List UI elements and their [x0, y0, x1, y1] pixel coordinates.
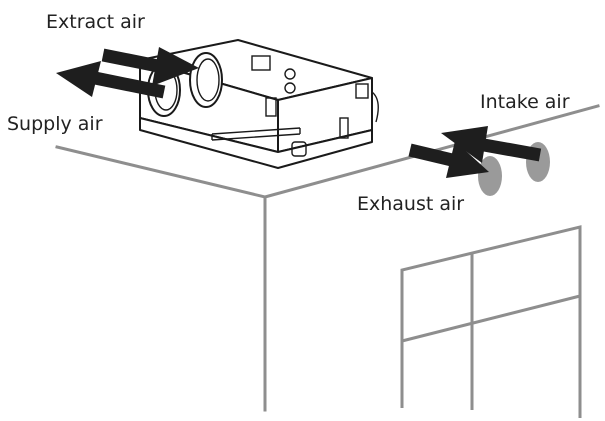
- control-panel: [251, 55, 379, 139]
- intake-air-label: Intake air: [480, 91, 570, 113]
- exhaust-air-arrow: [408, 141, 489, 178]
- labels: Extract air Supply air Intake air Exhaus…: [7, 11, 570, 215]
- window-frame: [400, 225, 582, 418]
- mounting-bracket: [211, 127, 301, 141]
- ceiling-edge-left: [55, 145, 267, 199]
- exhaust-vent: [478, 156, 502, 196]
- unit-bottom-plate: [139, 117, 373, 169]
- arrows: [56, 47, 542, 178]
- extract-air-arrow: [101, 47, 199, 86]
- ventilation-unit: [139, 39, 379, 169]
- supply-air-label: Supply air: [7, 113, 103, 135]
- supply-air-arrow: [56, 61, 166, 99]
- extract-air-label: Extract air: [46, 11, 145, 33]
- exhaust-air-label: Exhaust air: [357, 193, 464, 215]
- intake-air-arrow: [441, 126, 542, 163]
- window-transom: [401, 294, 581, 343]
- extract-air-collar: [189, 52, 223, 108]
- window-outer-frame: [400, 225, 582, 418]
- condensate-drain: [291, 141, 307, 157]
